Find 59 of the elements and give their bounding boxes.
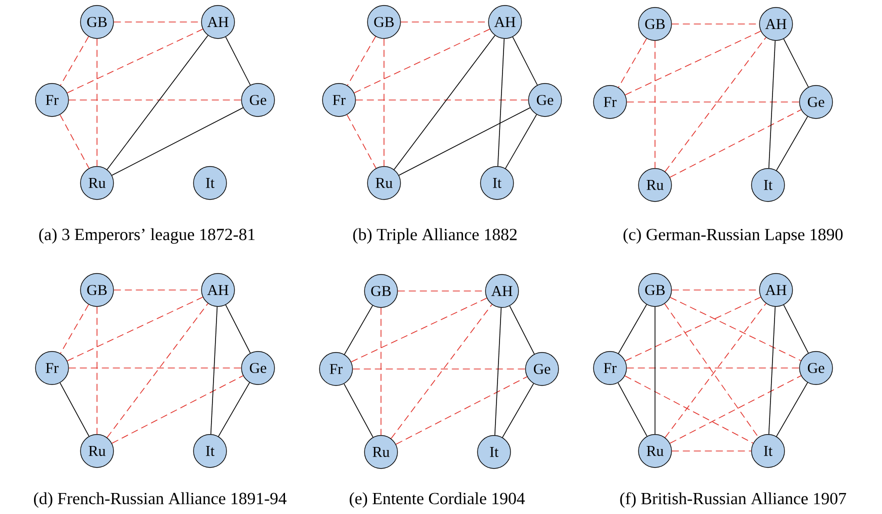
dashed-line — [66, 296, 204, 362]
panel-caption: (e) Entente Cordiale 1904 — [350, 492, 525, 508]
panel-caption: (c) German-Russian Lapse 1890 — [624, 228, 843, 244]
dashed-line — [112, 375, 244, 444]
solid-line — [106, 35, 208, 170]
dashed-line — [396, 376, 528, 445]
solid-line — [225, 304, 251, 354]
dashed-line — [60, 304, 89, 354]
dashed-line — [624, 296, 762, 362]
dashed-line — [618, 38, 647, 88]
dashed-line — [60, 114, 90, 169]
solid-line — [497, 38, 505, 167]
solid-line — [768, 306, 776, 435]
dashed-line — [352, 368, 526, 370]
solid-line — [494, 307, 502, 436]
solid-line — [776, 382, 808, 437]
solid-line — [218, 382, 250, 437]
solid-line — [60, 382, 90, 437]
dashed-line — [60, 36, 89, 86]
dashed-line — [390, 304, 492, 439]
dashed-line — [347, 36, 376, 86]
dashed-line — [664, 37, 766, 172]
solid-line — [398, 107, 530, 176]
solid-line — [210, 306, 218, 435]
dashed-line — [624, 375, 754, 444]
solid-line — [344, 383, 374, 438]
solid-line — [654, 306, 656, 435]
dashed-line — [670, 375, 802, 444]
solid-line — [344, 305, 373, 355]
panel-caption: (b) Triple Alliance 1882 — [353, 228, 517, 244]
dashed-line — [350, 298, 488, 362]
dashed-line — [671, 450, 752, 452]
dashed-line — [670, 296, 802, 362]
panel-caption: (d) French-Russian Alliance 1891-94 — [34, 492, 287, 508]
dashed-line — [654, 40, 656, 169]
solid-line — [618, 382, 648, 437]
dashed-line — [96, 306, 98, 435]
solid-line — [512, 36, 538, 86]
dashed-line — [346, 114, 376, 169]
solid-line — [505, 114, 537, 169]
panel-caption: (f) British-Russian Alliance 1907 — [620, 492, 846, 508]
solid-line — [394, 35, 496, 170]
dashed-line — [66, 28, 204, 94]
dashed-line — [624, 30, 762, 96]
dashed-line — [96, 38, 98, 167]
solid-line — [776, 116, 808, 171]
solid-line — [225, 36, 251, 86]
solid-line — [768, 40, 776, 169]
solid-line — [783, 304, 809, 354]
dashed-line — [670, 109, 802, 178]
solid-line — [509, 306, 535, 354]
solid-line — [783, 38, 809, 88]
dashed-line — [380, 307, 382, 436]
dashed-line — [106, 303, 208, 438]
panel-caption: (a) 3 Emperors’ league 1872-81 — [39, 228, 255, 244]
solid-line — [502, 383, 534, 438]
solid-line — [112, 107, 244, 176]
dashed-line — [354, 28, 490, 94]
solid-line — [618, 304, 647, 354]
